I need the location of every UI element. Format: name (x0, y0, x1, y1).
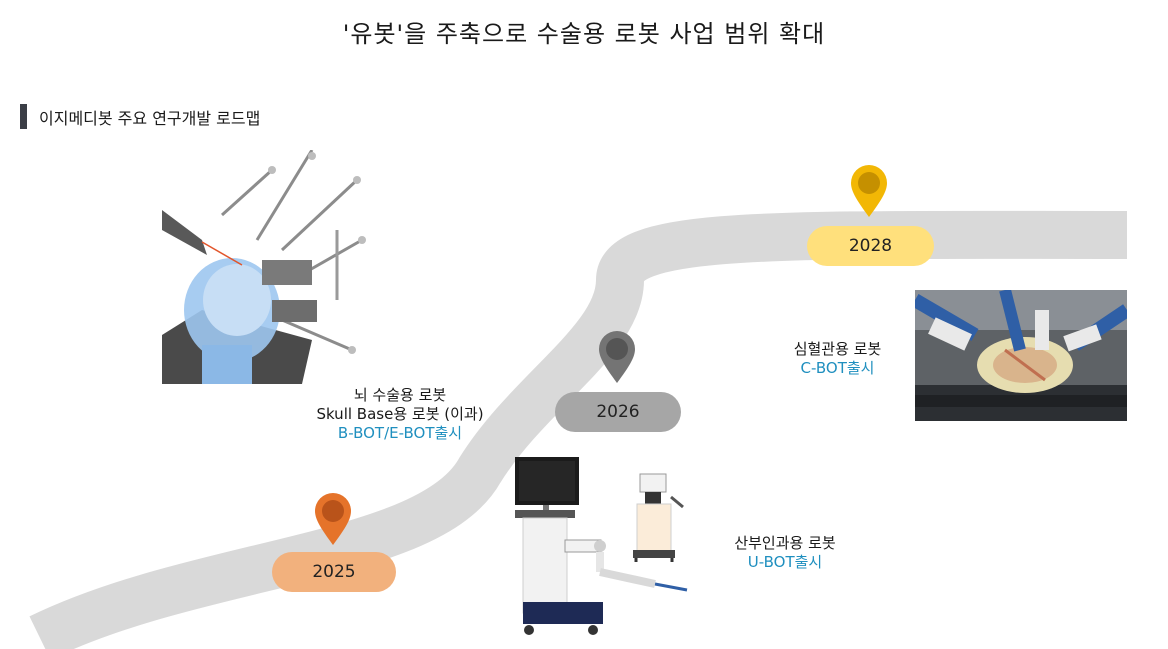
milestone-2028-label: 심혈관용 로봇 C-BOT출시 (770, 340, 905, 378)
milestone-2026-product: U-BOT출시 (747, 553, 823, 571)
milestone-2026-line1: 산부인과용 로봇 (734, 534, 836, 552)
section-heading-text: 이지메디봇 주요 연구개발 로드맵 (39, 108, 261, 128)
milestone-2025-year: 2025 (272, 552, 396, 592)
milestone-2026-label: 산부인과용 로봇 U-BOT출시 (720, 534, 850, 572)
gynecology-robot-image (505, 452, 700, 642)
milestone-2025-product: B-BOT/E-BOT출시 (337, 424, 463, 442)
milestone-2025-label: 뇌 수술용 로봇 Skull Base용 로봇 (이과) B-BOT/E-BOT… (300, 386, 500, 443)
heading-marker (20, 104, 27, 129)
milestone-2025-line1: 뇌 수술용 로봇 (353, 386, 447, 404)
milestone-2028-product: C-BOT출시 (800, 359, 875, 377)
location-pin-icon (851, 165, 887, 217)
cardiovascular-robot-image (915, 290, 1127, 421)
milestone-2025-line2: Skull Base용 로봇 (이과) (316, 405, 484, 423)
milestone-2028-line1: 심혈관용 로봇 (793, 340, 882, 358)
page-title: '유봇'을 주축으로 수술용 로봇 사업 범위 확대 (342, 20, 826, 48)
location-pin-icon (599, 331, 635, 383)
milestone-2028-year: 2028 (807, 226, 934, 266)
milestone-2026-year: 2026 (555, 392, 681, 432)
location-pin-icon (315, 493, 351, 545)
brain-surgery-robot-image (162, 150, 368, 384)
section-heading: 이지메디봇 주요 연구개발 로드맵 (20, 104, 260, 129)
